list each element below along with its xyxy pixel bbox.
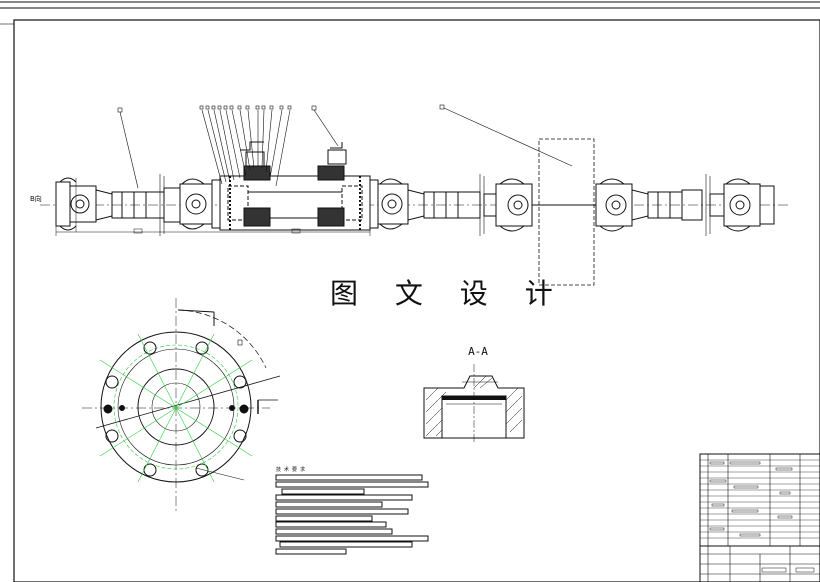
fourth-universal-joint [495, 178, 533, 232]
section-a-a-view [423, 364, 525, 444]
third-universal-joint [369, 178, 409, 230]
second-universal-joint [179, 178, 221, 230]
right-shaft-tube [631, 174, 725, 236]
intermediate-shaft-housing [219, 141, 371, 231]
break-view-box [538, 138, 595, 286]
flange-end-view [82, 298, 281, 512]
section-label: A-A [468, 345, 488, 358]
middle-shaft-tube [407, 174, 497, 236]
watermark-text: 图 文 设 计 [330, 277, 567, 310]
technical-notes [275, 474, 429, 555]
part-leader-lines [117, 104, 573, 189]
drive-shaft-assembly [40, 138, 790, 286]
left-universal-joint [55, 177, 97, 232]
title-block [699, 453, 820, 582]
right-universal-joint [723, 178, 775, 232]
view-direction-label: B向 [30, 195, 42, 203]
technical-notes-title: 技术要求 [276, 467, 309, 473]
fifth-universal-joint [595, 178, 633, 232]
